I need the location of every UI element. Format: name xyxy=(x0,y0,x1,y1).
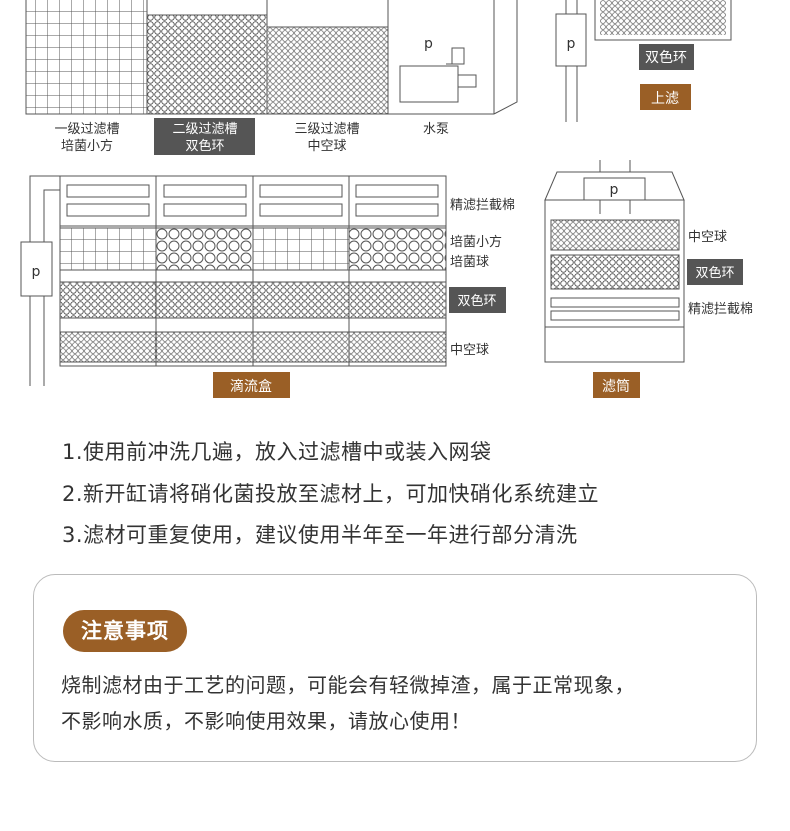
sump-filter: p xyxy=(25,0,518,115)
drip-box-pump xyxy=(20,241,53,297)
drip-layer4-label: 中空球 xyxy=(450,343,489,358)
upper-filter-media xyxy=(600,0,726,35)
canister-pump-letter: p xyxy=(610,182,619,198)
notice-line-1: 烧制滤材由于工艺的问题，可能会有轻微掉渣，属于正常现象， xyxy=(61,673,635,697)
upper-filter: p 双色环 上滤 xyxy=(555,0,732,122)
drip-box-badge-text: 滴流盒 xyxy=(230,378,272,395)
stage1-label-line1: 一级过滤槽 xyxy=(54,122,119,137)
upper-filter-pump xyxy=(555,13,587,67)
filter-media-diagram: p 一级过滤槽 培菌小方 二级过滤槽 双色环 三级过滤槽 中空球 水泵 p 双色… xyxy=(20,0,753,398)
stage2-ring-media xyxy=(146,14,268,115)
canister-pump xyxy=(583,177,646,201)
canister-layer2-label: 双色环 xyxy=(695,265,734,281)
drip-box: p 精滤拦截棉 培菌小方 培菌球 双色环 中空球 滴流盒 xyxy=(20,175,515,398)
notice-card: 注意事项 烧制滤材由于工艺的问题，可能会有轻微掉渣，属于正常现象， 不影响水质，… xyxy=(33,574,757,762)
stage1-label-line2: 培菌小方 xyxy=(61,138,113,154)
upper-filter-badge xyxy=(640,84,691,110)
drip-box-badge xyxy=(213,372,290,398)
notice-title: 注意事项 xyxy=(63,610,187,652)
drip-layer3-label: 双色环 xyxy=(457,293,496,309)
notice-line-2: 不影响水质，不影响使用效果，请放心使用！ xyxy=(61,709,471,733)
stage3-label-line1: 三级过滤槽 xyxy=(294,122,359,137)
usage-step-1: 1.使用前冲洗几遍，放入过滤槽中或装入网袋 xyxy=(62,440,492,464)
drip-layer1-label: 精滤拦截棉 xyxy=(450,198,515,213)
water-pump-icon xyxy=(399,47,477,103)
usage-step-2: 2.新开缸请将硝化菌投放至滤材上，可加快硝化系统建立 xyxy=(62,482,600,506)
usage-step-3: 3.滤材可重复使用，建议使用半年至一年进行部分清洗 xyxy=(62,523,578,547)
pump-label: 水泵 xyxy=(423,122,449,137)
drip-layer2-label-line1: 培菌小方 xyxy=(450,234,502,250)
sump-pump-letter: p xyxy=(424,36,433,52)
stage3-label-line2: 中空球 xyxy=(307,139,346,154)
canister-badge xyxy=(593,372,640,398)
canister-layer1-label: 中空球 xyxy=(688,230,727,245)
upper-filter-media-label: 双色环 xyxy=(645,49,687,66)
stage1-grid-media xyxy=(25,0,148,115)
stage2-label-highlight xyxy=(154,118,255,155)
drip-layer2-label-line2: 培菌球 xyxy=(450,254,489,270)
canister-filter: p 中空球 双色环 精滤拦截棉 滤筒 xyxy=(544,160,753,398)
canister-layer3-label: 精滤拦截棉 xyxy=(688,302,753,317)
stage2-label-line1: 二级过滤槽 xyxy=(172,122,237,137)
stage2-label-line2: 双色环 xyxy=(185,138,224,154)
canister-badge-text: 滤筒 xyxy=(602,378,630,395)
upper-filter-badge-text: 上滤 xyxy=(651,91,679,107)
upper-filter-pump-letter: p xyxy=(567,36,576,52)
stage3-ball-media xyxy=(266,26,389,115)
notice-body: 烧制滤材由于工艺的问题，可能会有轻微掉渣，属于正常现象， 不影响水质，不影响使用… xyxy=(61,667,731,739)
drip-box-pump-letter: p xyxy=(32,264,41,280)
